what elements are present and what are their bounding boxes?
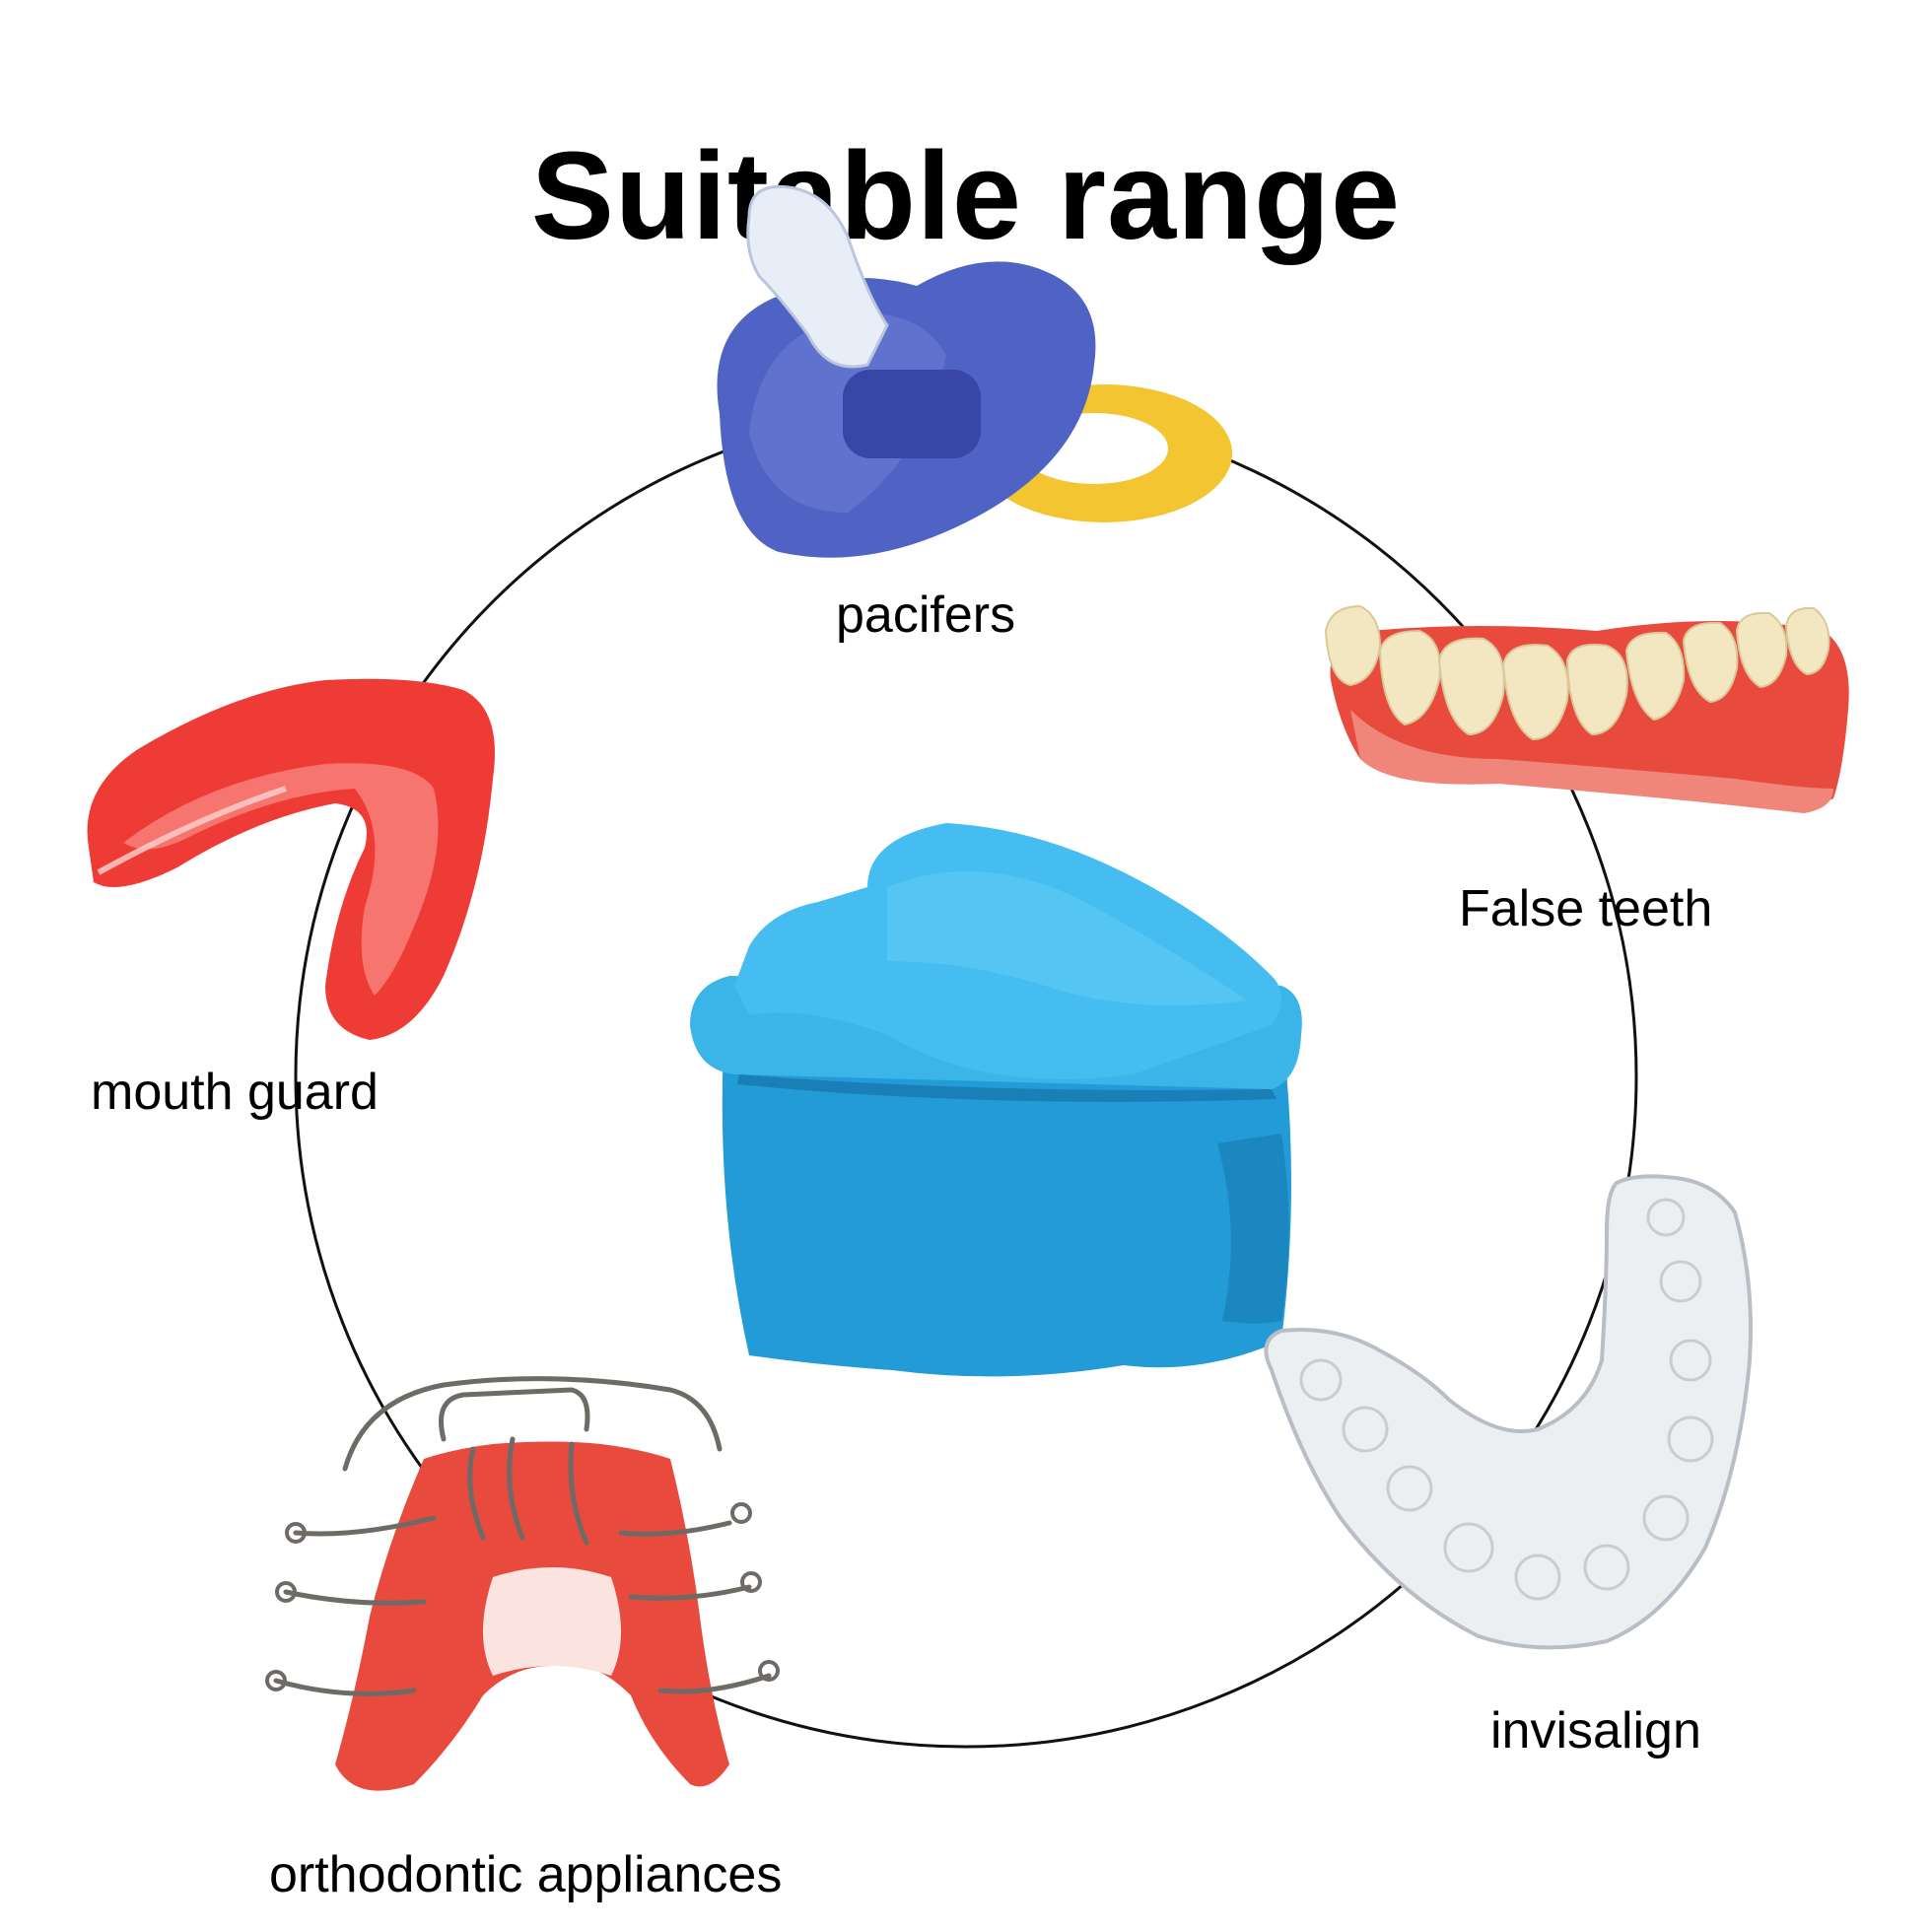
orthodontic-appliance-image bbox=[265, 1376, 780, 1791]
label-invisalign: invisalign bbox=[1490, 1702, 1701, 1760]
label-false-teeth: False teeth bbox=[1459, 880, 1713, 937]
page-title: Suitable range bbox=[530, 126, 1402, 266]
false-teeth-image bbox=[1324, 604, 1849, 813]
pacifier-image bbox=[717, 184, 1232, 558]
label-orthodontic-appliances: orthodontic appliances bbox=[269, 1846, 783, 1903]
label-pacifiers: pacifers bbox=[836, 586, 1016, 644]
mouth-guard-image bbox=[87, 678, 496, 1040]
label-mouth-guard: mouth guard bbox=[91, 1064, 379, 1121]
invisalign-image bbox=[1264, 1174, 1753, 1650]
denture-case-image bbox=[690, 823, 1302, 1377]
